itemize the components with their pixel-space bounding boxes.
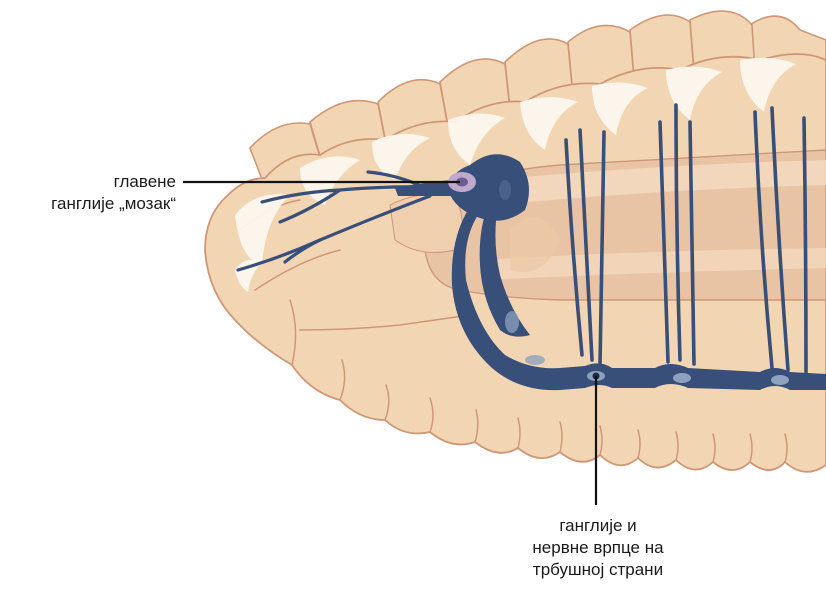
brain-label-line-2: ганглије „мозак“ <box>51 193 176 215</box>
brain-ganglia-label: главене ганглије „мозак“ <box>51 171 176 215</box>
cord-label-line-3: трбушној страни <box>500 559 696 581</box>
brain-label-line-1: главене <box>51 171 176 193</box>
ventral-cord-label: ганглије и нервне врпце на трбушној стра… <box>500 515 696 581</box>
cord-label-line-1: ганглије и <box>500 515 696 537</box>
cord-label-line-2: нервне врпце на <box>500 537 696 559</box>
pharynx <box>390 194 463 253</box>
